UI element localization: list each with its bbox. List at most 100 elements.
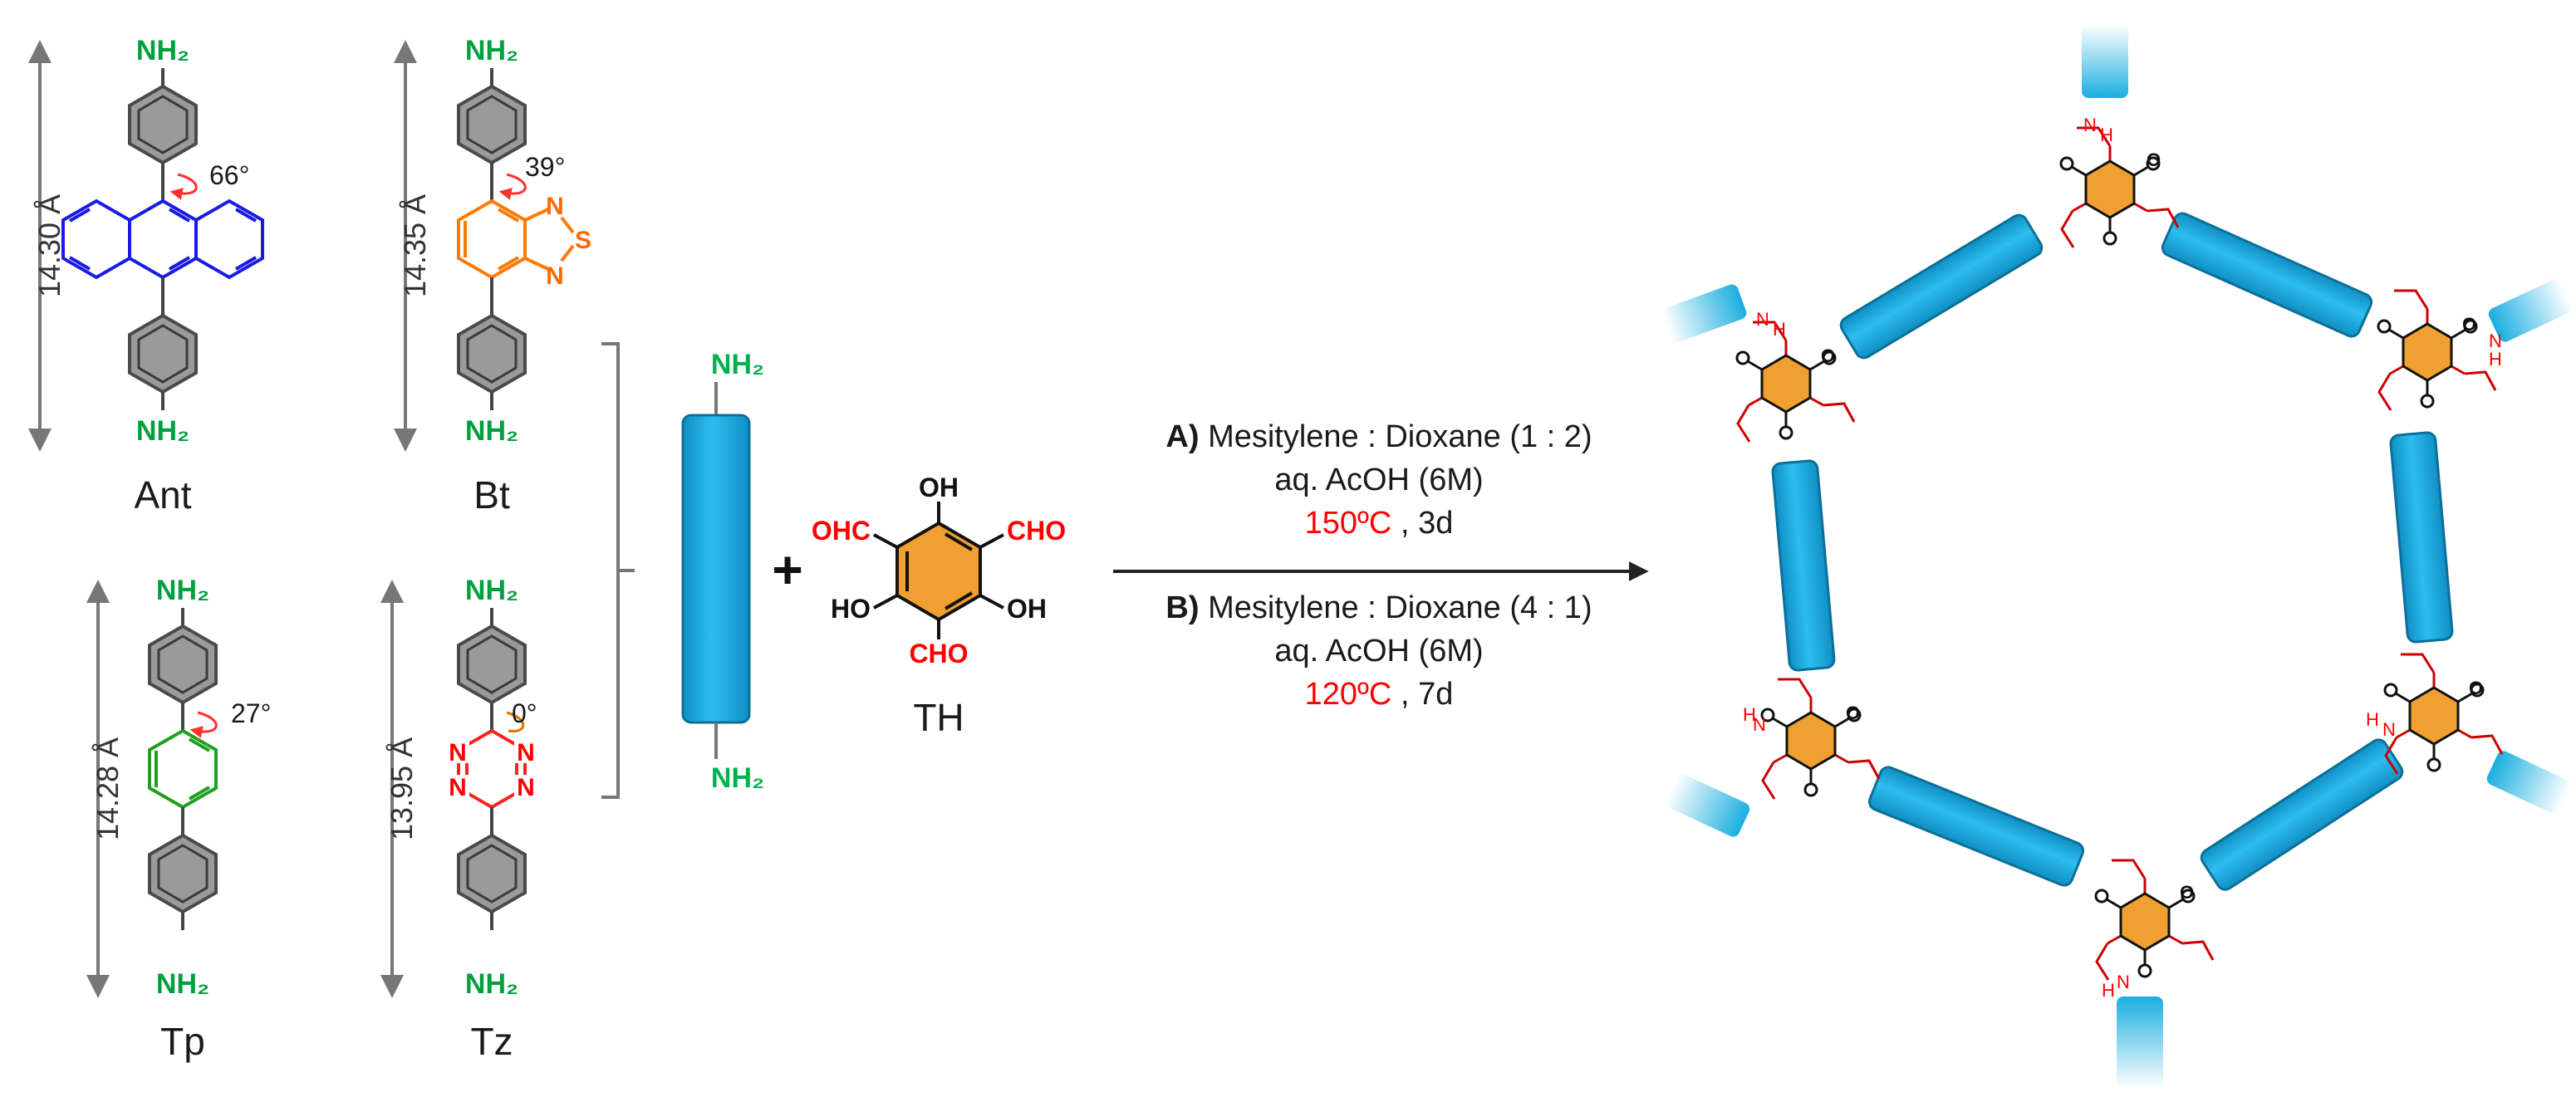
tz-length-label: 13.95 Å <box>385 737 419 840</box>
ant-angle: 66° <box>209 160 249 190</box>
tz-bottom-amine: NH₂ <box>465 968 518 1000</box>
th-top-oh: OH <box>919 473 959 502</box>
node-lr-n: N <box>2382 719 2396 740</box>
generic-top-amine: NH₂ <box>711 349 764 380</box>
cof-rod-1 <box>1839 213 2044 360</box>
cond-a-acid: aq. AcOH (6M) <box>1274 463 1483 497</box>
linker-bracket <box>601 342 620 799</box>
node-bottom-n: N <box>2117 972 2130 992</box>
tp-name: Tp <box>160 1020 205 1063</box>
aldehyde-th: OH OHC CHO HO OH CHO TH <box>812 473 1066 739</box>
cond-b-time: , 7d <box>1401 677 1453 712</box>
node-top-h: H <box>2100 125 2113 145</box>
bt-angle: 39° <box>525 152 565 182</box>
anthracene-core <box>61 198 264 280</box>
node-ul-n: N <box>1756 309 1769 330</box>
linker-ant: 14.30 Å NH₂ NH₂ 66° Ant <box>28 35 264 517</box>
stub-right-bottom <box>2486 751 2571 814</box>
bt-atom-s: S <box>575 227 591 254</box>
node-ur-h: H <box>2489 349 2502 370</box>
node-ul-h: H <box>1773 319 1786 340</box>
ant-bottom-amine: NH₂ <box>136 415 189 447</box>
bt-atom-n2: N <box>546 262 564 290</box>
cond-a-tag: A) <box>1165 419 1199 454</box>
node-lr-h: H <box>2366 709 2379 730</box>
cof-node-lower-right <box>2383 653 2504 776</box>
ant-name: Ant <box>134 473 191 517</box>
cond-b-solvent: Mesitylene : Dioxane (4 : 1) <box>1208 590 1592 625</box>
stub-left-top <box>1662 284 1747 343</box>
cond-a-temp: 150ºC <box>1305 506 1392 541</box>
bt-torsion-arrow <box>498 173 527 200</box>
cond-b-tag: B) <box>1165 590 1199 625</box>
linker-tp: 14.28 Å NH₂ NH₂ 27° Tp <box>86 575 271 1063</box>
tz-angle: 0° <box>512 698 537 728</box>
cond-a-solvent: Mesitylene : Dioxane (1 : 2) <box>1208 419 1592 454</box>
cof-node-top <box>2059 126 2180 249</box>
tz-torsion-arrow <box>506 711 525 733</box>
tz-top-amine: NH₂ <box>465 575 518 606</box>
node-ll-n: N <box>1753 714 1766 735</box>
bt-top-phenyl <box>457 85 527 164</box>
cof-rod-2 <box>2161 212 2373 338</box>
svg-text:B) Mesitylene :: B) Mesitylene : Dioxane (4 : 1) <box>1165 590 1592 625</box>
node-ll-h: H <box>1743 704 1756 725</box>
tp-length-label: 14.28 Å <box>91 737 125 840</box>
th-bottom-left-oh: HO <box>831 594 871 624</box>
tp-central-ring <box>148 728 218 810</box>
tp-top-phenyl <box>148 624 218 704</box>
ant-top-phenyl <box>128 85 198 164</box>
conditions-b: B) Mesitylene : Dioxane (4 : 1) aq. AcOH… <box>1165 590 1592 712</box>
ant-length-label: 14.30 Å <box>32 194 66 297</box>
node-bottom-o: O <box>2180 882 2194 903</box>
tp-torsion-arrow <box>189 711 218 738</box>
cof-rod-6 <box>2200 738 2404 891</box>
bt-length-label: 14.35 Å <box>398 194 432 297</box>
ant-bottom-phenyl <box>128 314 198 394</box>
bt-name: Bt <box>473 473 510 517</box>
node-lr-o: O <box>2469 678 2483 698</box>
tp-top-amine: NH₂ <box>156 575 209 606</box>
linker-tz: 13.95 Å NH₂ N N N N NH₂ 0° Tz <box>380 575 537 1063</box>
th-bottom-right-oh: OH <box>1007 594 1047 624</box>
hexagonal-cof-framework: N H O N H O N H O N H O N H O N H O <box>1662 25 2573 1088</box>
cof-rod-5 <box>1867 766 2085 887</box>
tz-name: Tz <box>470 1020 513 1063</box>
stub-left-bottom <box>1666 774 1750 837</box>
tz-atom-n1: N <box>449 739 467 766</box>
cof-rod-4 <box>2389 431 2454 644</box>
generic-bottom-amine: NH₂ <box>711 762 764 794</box>
node-ur-o: O <box>2462 314 2476 335</box>
node-ur-n: N <box>2489 331 2502 351</box>
conditions-a: A) Mesitylene : Dioxane (1 : 2) aq. AcOH… <box>1165 419 1592 541</box>
stub-right-top <box>2488 279 2573 342</box>
tp-bottom-amine: NH₂ <box>156 968 209 1000</box>
cof-node-upper-left <box>1735 321 1856 443</box>
bt-atom-n1: N <box>546 193 564 220</box>
bt-top-amine: NH₂ <box>465 35 518 66</box>
cond-b-acid: aq. AcOH (6M) <box>1274 634 1483 668</box>
cond-a-time: , 3d <box>1401 506 1453 541</box>
cof-rod-3 <box>1771 459 1836 672</box>
svg-text:120ºC , 7d: 120ºC , 7d <box>1305 677 1454 712</box>
node-top-o: O <box>2147 149 2161 170</box>
cond-b-temp: 120ºC <box>1305 677 1392 712</box>
cof-node-upper-right <box>2377 289 2497 412</box>
bt-bottom-amine: NH₂ <box>465 415 518 447</box>
cof-node-bottom <box>2094 859 2215 982</box>
node-ul-o: O <box>1821 345 1835 366</box>
bt-bottom-phenyl <box>457 314 527 394</box>
generic-linker: NH₂ NH₂ <box>681 349 764 794</box>
tz-top-phenyl <box>457 624 527 704</box>
node-ll-o: O <box>1846 703 1860 723</box>
tz-atom-n2: N <box>517 739 535 766</box>
stub-top <box>2082 25 2128 98</box>
node-top-n: N <box>2083 115 2097 135</box>
th-top-left-cho: OHC <box>812 516 871 546</box>
ant-top-amine: NH₂ <box>136 35 189 66</box>
tp-angle: 27° <box>231 698 271 728</box>
th-bottom-cho: CHO <box>909 639 968 668</box>
tp-bottom-phenyl <box>148 834 218 913</box>
linker-rod <box>681 414 751 724</box>
th-name: TH <box>913 696 964 739</box>
